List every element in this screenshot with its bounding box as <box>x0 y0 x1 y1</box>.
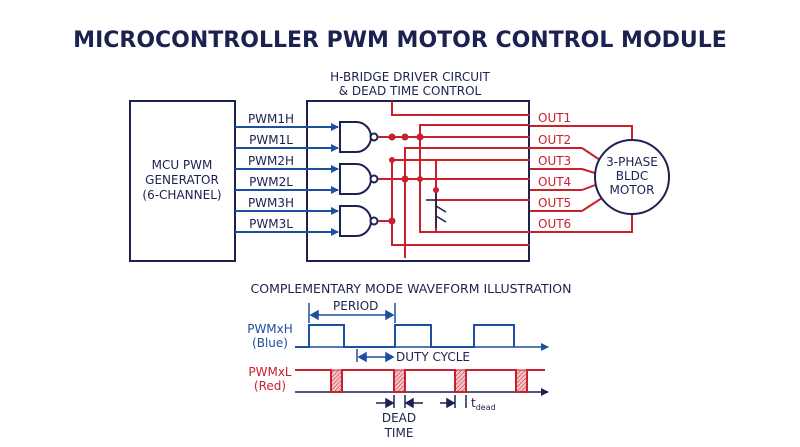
driver-title-line1: H-BRIDGE DRIVER CIRCUIT <box>330 70 490 84</box>
transistor-symbol <box>426 192 447 228</box>
motor-label-line2: BLDC <box>616 169 649 183</box>
dead-time-region <box>393 369 406 393</box>
mcu-block: MCU PWM GENERATOR (6-CHANNEL) <box>129 100 236 262</box>
input-label-pwm2l: PWM2L <box>249 175 293 189</box>
period-dimension <box>308 303 396 323</box>
output-label-out3: OUT3 <box>538 154 571 168</box>
mcu-label-line3: (6-CHANNEL) <box>142 188 221 202</box>
input-label-pwm1h: PWM1H <box>248 112 294 126</box>
tdead-dimension <box>440 395 467 409</box>
pwmxh-waveform <box>295 324 549 351</box>
duty-cycle-dimension <box>356 349 395 363</box>
pwmxh-label-line2: (Blue) <box>252 336 288 350</box>
pwmxl-label-line1: PWMxL <box>248 365 292 379</box>
waveform-heading: COMPLEMENTARY MODE WAVEFORM ILLUSTRATION <box>251 281 572 296</box>
period-label: PERIOD <box>333 299 378 313</box>
output-label-out2: OUT2 <box>538 133 571 147</box>
input-labels: PWM1H PWM1L PWM2H PWM2L PWM3H PWM3L <box>248 112 294 231</box>
dead-time-label-line1: DEAD <box>382 411 416 425</box>
duty-cycle-label: DUTY CYCLE <box>396 350 470 364</box>
output-labels: OUT1 OUT2 OUT3 OUT4 OUT5 OUT6 <box>538 111 571 231</box>
dead-time-dimension <box>376 395 423 409</box>
nand-gates <box>339 121 379 237</box>
mcu-label-line2: GENERATOR <box>145 173 219 187</box>
tdead-label-main: t <box>471 396 476 410</box>
junction-dots <box>388 133 439 225</box>
input-label-pwm2h: PWM2H <box>248 154 294 168</box>
motor: 3-PHASE BLDC MOTOR <box>594 139 670 215</box>
motor-label-line3: MOTOR <box>610 183 655 197</box>
nand-gate-1 <box>339 121 379 153</box>
pwmxl-label-line2: (Red) <box>254 379 286 393</box>
dead-time-region <box>454 369 467 393</box>
tdead-label: tdead <box>471 396 496 412</box>
output-label-out1: OUT1 <box>538 111 571 125</box>
driver-block <box>306 100 530 262</box>
driver-title-line2: & DEAD TIME CONTROL <box>339 84 482 98</box>
output-label-out4: OUT4 <box>538 175 571 189</box>
nand-gate-3 <box>339 205 379 237</box>
page-title: MICROCONTROLLER PWM MOTOR CONTROL MODULE <box>73 28 727 53</box>
tdead-label-sub: dead <box>476 403 496 412</box>
input-arrows <box>235 123 339 236</box>
pwmxh-label-line1: PWMxH <box>247 322 293 336</box>
dead-time-regions <box>330 369 528 393</box>
motor-label-line1: 3-PHASE <box>606 155 658 169</box>
input-label-pwm3l: PWM3L <box>249 217 293 231</box>
driver-internal-wiring <box>378 101 530 258</box>
nand-gate-2 <box>339 163 379 195</box>
mcu-label-line1: MCU PWM <box>152 158 213 172</box>
output-label-out5: OUT5 <box>538 196 571 210</box>
dead-time-region <box>330 369 343 393</box>
input-label-pwm1l: PWM1L <box>249 133 293 147</box>
output-label-out6: OUT6 <box>538 217 571 231</box>
input-label-pwm3h: PWM3H <box>248 196 294 210</box>
dead-time-label-line2: TIME <box>384 426 414 440</box>
dead-time-region <box>515 369 528 393</box>
pwmxl-waveform <box>295 369 549 396</box>
